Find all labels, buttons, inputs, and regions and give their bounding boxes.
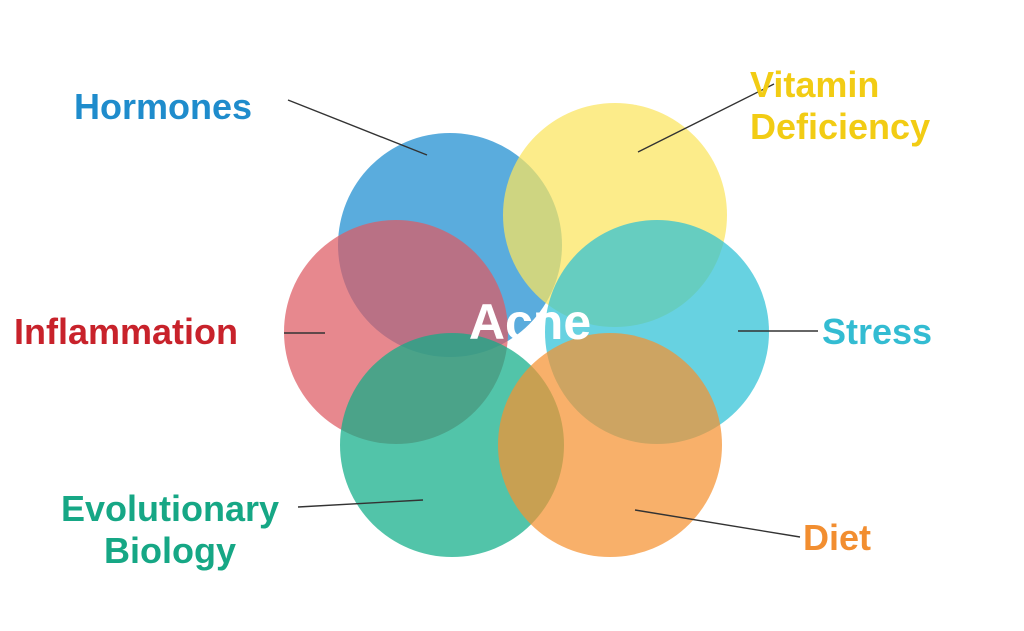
connector-vitamin bbox=[637, 83, 775, 153]
label-hormones: Hormones bbox=[74, 86, 252, 128]
label-vitamin-deficiency: Vitamin Deficiency bbox=[750, 64, 930, 148]
venn-circles bbox=[284, 103, 769, 557]
circle-diet bbox=[498, 333, 722, 557]
center-label-acne: Acne bbox=[468, 294, 592, 350]
connector-evolutionary bbox=[297, 499, 424, 508]
label-diet-line-1: Diet bbox=[803, 517, 872, 558]
label-evolutionary-biology: Evolutionary Biology bbox=[44, 488, 296, 572]
label-vitamin-line-2: Deficiency bbox=[750, 106, 931, 147]
label-stress: Stress bbox=[822, 311, 932, 353]
label-diet: Diet bbox=[803, 517, 871, 559]
label-evolutionary-line-2: Biology bbox=[104, 530, 236, 571]
label-vitamin-line-1: Vitamin bbox=[750, 64, 880, 105]
label-hormones-line-1: Hormones bbox=[74, 86, 253, 127]
label-inflammation-line-1: Inflammation bbox=[14, 311, 239, 352]
label-inflammation: Inflammation bbox=[14, 311, 238, 353]
label-evolutionary-line-1: Evolutionary bbox=[60, 488, 280, 529]
label-stress-line-1: Stress bbox=[822, 311, 933, 352]
connector-hormones bbox=[287, 99, 428, 156]
connector-diet bbox=[634, 509, 801, 538]
label-connectors bbox=[284, 83, 818, 538]
